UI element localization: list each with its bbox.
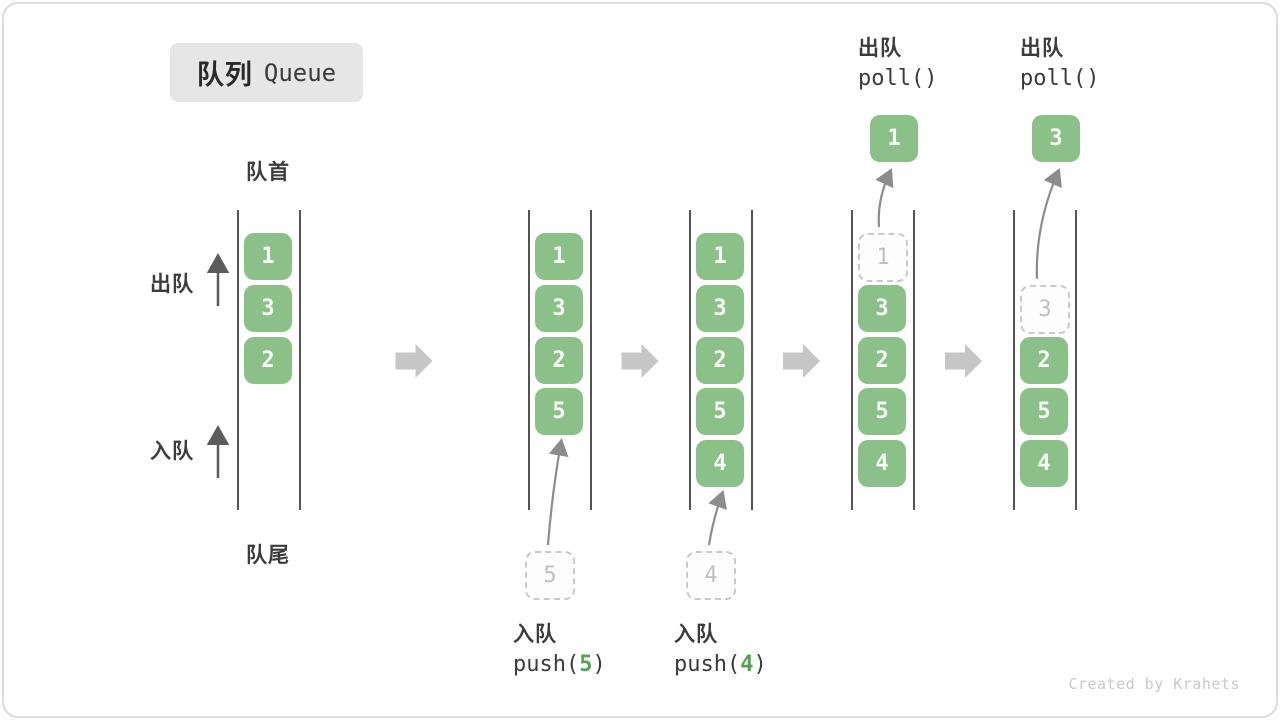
queue-element: 2 — [858, 336, 906, 384]
push-arg-value: 5 — [579, 652, 593, 677]
queue-element: 2 — [1020, 336, 1068, 384]
pushed-element: 4 — [686, 551, 736, 600]
queue-element: 1 — [244, 233, 292, 280]
queue-element: 5 — [696, 388, 744, 436]
watermark: Created by Krahets — [1068, 675, 1240, 693]
queue-element: 2 — [535, 336, 583, 384]
queue-element: 3 — [535, 284, 583, 332]
queue-container-line — [851, 210, 853, 510]
queue-element: 3 — [696, 284, 744, 332]
queue-element: 5 — [1020, 388, 1068, 436]
dequeue-side-label: 出队 — [150, 273, 194, 296]
title-en: Queue — [263, 58, 337, 87]
queue-element: 1 — [696, 233, 744, 280]
enqueue-side-label: 入队 — [150, 440, 194, 463]
title-badge: 队列 Queue — [170, 43, 363, 102]
title-zh: 队列 — [196, 60, 253, 90]
queue-rear-label: 队尾 — [246, 544, 290, 567]
queue-element: 3 — [244, 284, 292, 332]
push-annotation-code: push(5) — [513, 652, 606, 677]
queue-element: 1 — [535, 233, 583, 280]
poll-annotation-zh: 出队 — [1020, 37, 1064, 60]
push-annotation-zh: 入队 — [513, 623, 557, 646]
queue-element: 3 — [1020, 284, 1070, 334]
queue-container-line — [913, 210, 915, 510]
polled-element: 1 — [870, 115, 918, 162]
push-annotation-zh: 入队 — [674, 623, 718, 646]
queue-element: 1 — [858, 233, 908, 282]
poll-annotation-code: poll() — [1020, 66, 1100, 91]
polled-element: 3 — [1032, 115, 1080, 162]
queue-container-line — [237, 210, 239, 510]
queue-element: 4 — [1020, 440, 1068, 488]
queue-container-line — [751, 210, 753, 510]
queue-container-line — [590, 210, 592, 510]
push-arg-value: 4 — [740, 652, 754, 677]
push-annotation-code: push(4) — [674, 652, 767, 677]
queue-container-line — [528, 210, 530, 510]
queue-container-line — [299, 210, 301, 510]
queue-element: 5 — [858, 388, 906, 436]
queue-element: 2 — [696, 336, 744, 384]
queue-element: 2 — [244, 336, 292, 384]
queue-container-line — [1013, 210, 1015, 510]
queue-element: 4 — [858, 440, 906, 488]
queue-container-line — [689, 210, 691, 510]
pushed-element: 5 — [525, 551, 575, 600]
poll-annotation-zh: 出队 — [858, 37, 902, 60]
queue-front-label: 队首 — [246, 161, 290, 184]
queue-element: 3 — [858, 284, 906, 332]
queue-element: 5 — [535, 388, 583, 436]
queue-container-line — [1075, 210, 1077, 510]
queue-element: 4 — [696, 440, 744, 488]
poll-annotation-code: poll() — [858, 66, 938, 91]
